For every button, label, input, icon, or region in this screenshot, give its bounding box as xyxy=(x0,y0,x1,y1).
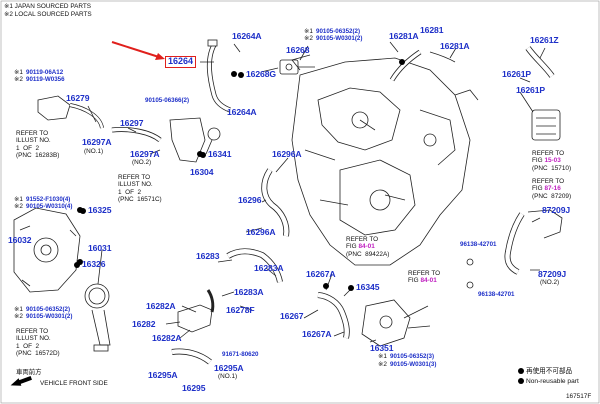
legend-nonreuse-jp: 再使用不可部品 xyxy=(518,368,572,376)
highlight-arrow xyxy=(111,41,163,59)
refer-15710[interactable]: REFER TO FIG 15-03 (PNC 15710) xyxy=(532,150,572,172)
part-16268[interactable]: 16268 xyxy=(286,45,310,55)
label-vehicle-front-en: VEHICLE FRONT SIDE xyxy=(40,380,108,387)
label-marker-2b: ※2 xyxy=(14,76,23,83)
nonreuse-dot-icon xyxy=(74,262,80,268)
water-outlet xyxy=(361,299,411,347)
part-16296A-lower[interactable]: 16296A xyxy=(246,227,276,237)
label-16297A-no1-note: (NO.1) xyxy=(84,148,104,155)
part-16281A-right[interactable]: 16281A xyxy=(440,41,470,51)
part-16267[interactable]: 16267 xyxy=(280,311,304,321)
legend-japan-sourced: ※1 JAPAN SOURCED PARTS xyxy=(4,3,92,10)
part-16345[interactable]: 16345 xyxy=(348,283,380,292)
part-90105-06352-b[interactable]: 90105-06352(2) xyxy=(26,306,71,313)
part-16341[interactable]: 16341 xyxy=(200,150,232,159)
part-16283A-lower[interactable]: 16283A xyxy=(234,287,264,297)
label-marker-1b: ※1 xyxy=(14,69,23,76)
part-16264-highlighted[interactable]: 16264 xyxy=(165,56,197,68)
part-16296A-upper[interactable]: 16296A xyxy=(272,149,302,159)
part-90105-06366[interactable]: 90105-06366(2) xyxy=(145,97,190,104)
part-90105-W0301-a[interactable]: 90105-W0301(2) xyxy=(316,35,363,42)
figure-id: 167517F xyxy=(566,393,592,400)
nonreuse-dot-icon xyxy=(518,378,524,384)
part-90105-W0310[interactable]: 90105-W0310(4) xyxy=(26,203,73,210)
part-16282[interactable]: 16282 xyxy=(132,319,156,329)
part-16032[interactable]: 16032 xyxy=(8,235,32,245)
nonreuse-dot-icon xyxy=(238,72,244,78)
label-marker-2e: ※2 xyxy=(378,361,387,368)
front-arrow-icon xyxy=(10,376,32,386)
part-90105-06352-a[interactable]: 90105-06352(2) xyxy=(316,28,361,35)
engine-block xyxy=(291,57,471,266)
label-vehicle-front-jp: 車両前方 xyxy=(16,369,42,376)
part-16282A-lower[interactable]: 16282A xyxy=(152,333,182,343)
part-90105-W0301-b[interactable]: 90105-W0301(2) xyxy=(26,313,73,320)
refer-16283B[interactable]: REFER TO ILLUST NO. 1 OF 2 (PNC 16283B) xyxy=(16,130,60,160)
part-16326[interactable]: 16326 xyxy=(74,260,106,269)
label-marker-2c: ※2 xyxy=(14,203,23,210)
refer-87209[interactable]: REFER TO FIG 87-16 (PNC 87209) xyxy=(532,178,572,200)
part-90105-06352-c[interactable]: 90105-06352(3) xyxy=(390,353,435,360)
part-16261Z[interactable]: 16261Z xyxy=(530,35,559,45)
part-16268G[interactable]: 16268G xyxy=(238,70,276,79)
part-16031[interactable]: 16031 xyxy=(88,243,112,253)
nonreuse-dot-icon xyxy=(80,208,86,214)
part-90119-W0356[interactable]: 90119-W0356 xyxy=(26,76,65,83)
nonreuse-dot-icon xyxy=(348,285,354,291)
part-16351[interactable]: 16351 xyxy=(370,343,394,353)
part-16295A-left[interactable]: 16295A xyxy=(148,370,178,380)
part-16304[interactable]: 16304 xyxy=(190,167,214,177)
part-16281A-left[interactable]: 16281A xyxy=(389,31,419,41)
part-16295[interactable]: 16295 xyxy=(182,383,206,393)
refer-84-01[interactable]: REFER TO FIG 84-01 xyxy=(408,270,441,285)
part-16261P-lower[interactable]: 16261P xyxy=(516,85,546,95)
legend-nonreuse-en: Non-reusable part xyxy=(518,378,579,386)
part-96138-42701-b[interactable]: 96138-42701 xyxy=(478,291,515,298)
part-16295A-right[interactable]: 16295A xyxy=(214,363,244,373)
part-87209J-lower[interactable]: 87209J xyxy=(538,269,567,279)
label-marker-1a: ※1 xyxy=(304,28,313,35)
part-90105-W0301-c[interactable]: 90105-W0301(3) xyxy=(390,361,437,368)
refer-16571C[interactable]: REFER TO ILLUST NO. 1 OF 2 (PNC 16571C) xyxy=(118,174,162,204)
label-16295A-note: (NO.1) xyxy=(218,373,238,380)
legend-local-sourced: ※2 LOCAL SOURCED PARTS xyxy=(4,11,92,18)
nonreuse-dot-icon xyxy=(518,368,524,374)
part-16279[interactable]: 16279 xyxy=(66,93,90,103)
oil-cooler xyxy=(531,109,561,141)
part-16282A-upper[interactable]: 16282A xyxy=(146,301,176,311)
part-16264A-top[interactable]: 16264A xyxy=(232,31,262,41)
label-marker-1e: ※1 xyxy=(378,353,387,360)
part-16264A-bottom[interactable]: 16264A xyxy=(227,107,257,117)
label-87209J-note: (NO.2) xyxy=(540,279,560,286)
label-marker-1d: ※1 xyxy=(14,306,23,313)
refer-89422A[interactable]: REFER TO FIG 84-01 (PNC 89422A) xyxy=(346,236,390,258)
part-16281[interactable]: 16281 xyxy=(420,25,444,35)
label-16297A-no2-note: (NO.2) xyxy=(132,159,152,166)
part-16267A-lower[interactable]: 16267A xyxy=(302,329,332,339)
part-16278F[interactable]: 16278F xyxy=(226,305,255,315)
part-16297A-no1[interactable]: 16297A xyxy=(82,137,112,147)
part-16261P-upper[interactable]: 16261P xyxy=(502,69,532,79)
part-91552-F1030[interactable]: 91552-F1030(4) xyxy=(26,196,71,203)
nonreuse-dot-icon xyxy=(200,152,206,158)
label-marker-2a: ※2 xyxy=(304,35,313,42)
part-16296[interactable]: 16296 xyxy=(238,195,262,205)
refer-16572D[interactable]: REFER TO ILLUST NO. 1 OF 2 (PNC 16572D) xyxy=(16,328,60,358)
part-16325[interactable]: 16325 xyxy=(80,206,112,215)
label-marker-2d: ※2 xyxy=(14,313,23,320)
part-91671-80620[interactable]: 91671-80620 xyxy=(222,351,259,358)
water-pump xyxy=(13,207,81,293)
part-16267A-upper[interactable]: 16267A xyxy=(306,269,336,279)
part-90119-06A12[interactable]: 90119-06A12 xyxy=(26,69,64,76)
part-16297A-no2[interactable]: 16297A xyxy=(130,149,160,159)
part-87209J-upper[interactable]: 87209J xyxy=(542,205,571,215)
part-16297[interactable]: 16297 xyxy=(120,118,144,128)
label-marker-1c: ※1 xyxy=(14,196,23,203)
part-16283[interactable]: 16283 xyxy=(196,251,220,261)
part-96138-42701-a[interactable]: 96138-42701 xyxy=(460,241,497,248)
part-16283A-upper[interactable]: 16283A xyxy=(254,263,284,273)
